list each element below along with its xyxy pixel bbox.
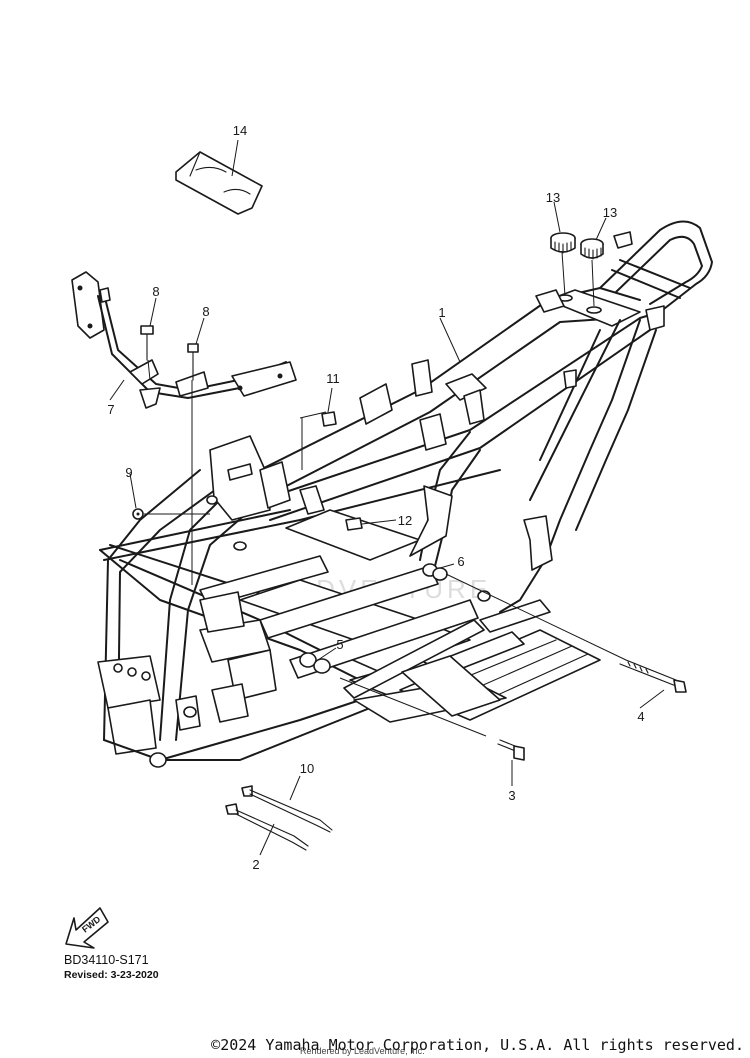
- part-9-nut[interactable]: [132, 508, 144, 520]
- callout-1: 1: [438, 305, 445, 320]
- callout-9: 9: [125, 465, 132, 480]
- callout-10: 10: [300, 761, 314, 776]
- part-6-collar[interactable]: [422, 563, 448, 581]
- part-13-damper-left[interactable]: [550, 232, 576, 254]
- callout-8-left: 8: [152, 284, 159, 299]
- callout-2: 2: [252, 857, 259, 872]
- part-2-cable-tie[interactable]: [225, 803, 309, 851]
- callout-3: 3: [508, 788, 515, 803]
- callouts: 1 2 3 4 5 6 7 8 8 9 10 11 12 13 13 14: [107, 123, 644, 872]
- part-code: BD34110-S171: [64, 953, 149, 967]
- fwd-arrow-icon: FWD: [65, 907, 109, 949]
- callout-14: 14: [233, 123, 247, 138]
- part-8-bolt-left[interactable]: [140, 325, 154, 361]
- part-11-clip-nut[interactable]: [321, 411, 337, 427]
- callout-8-right: 8: [202, 304, 209, 319]
- part-12-clamp[interactable]: [345, 517, 363, 531]
- part-5-collar[interactable]: [299, 652, 331, 674]
- callout-11: 11: [326, 371, 340, 386]
- part-14-grease-packet[interactable]: [175, 151, 263, 215]
- part-8-bolt-right[interactable]: [187, 343, 199, 381]
- callout-4: 4: [637, 709, 644, 724]
- part-7-front-bracket[interactable]: [71, 271, 297, 409]
- revised-date: Revised: 3-23-2020: [64, 969, 159, 981]
- callout-13-left: 13: [546, 190, 560, 205]
- callout-6: 6: [457, 554, 464, 569]
- copyright: ©2024 Yamaha Motor Corporation, U.S.A. A…: [211, 1036, 744, 1054]
- leader-lines: [109, 139, 665, 856]
- rendered-by: Rendered by LeadVenture, Inc.: [300, 1046, 425, 1056]
- callout-7: 7: [107, 402, 114, 417]
- part-4-long-bolt[interactable]: [619, 659, 687, 693]
- reference-lines: [144, 251, 627, 737]
- callout-12: 12: [398, 513, 412, 528]
- callout-5: 5: [336, 637, 343, 652]
- part-3-bolt[interactable]: [497, 739, 525, 761]
- part-13-damper-right[interactable]: [580, 238, 604, 260]
- callout-13-right: 13: [603, 205, 617, 220]
- part-10-cable-tie[interactable]: [241, 785, 333, 833]
- part-1-frame[interactable]: [97, 220, 713, 768]
